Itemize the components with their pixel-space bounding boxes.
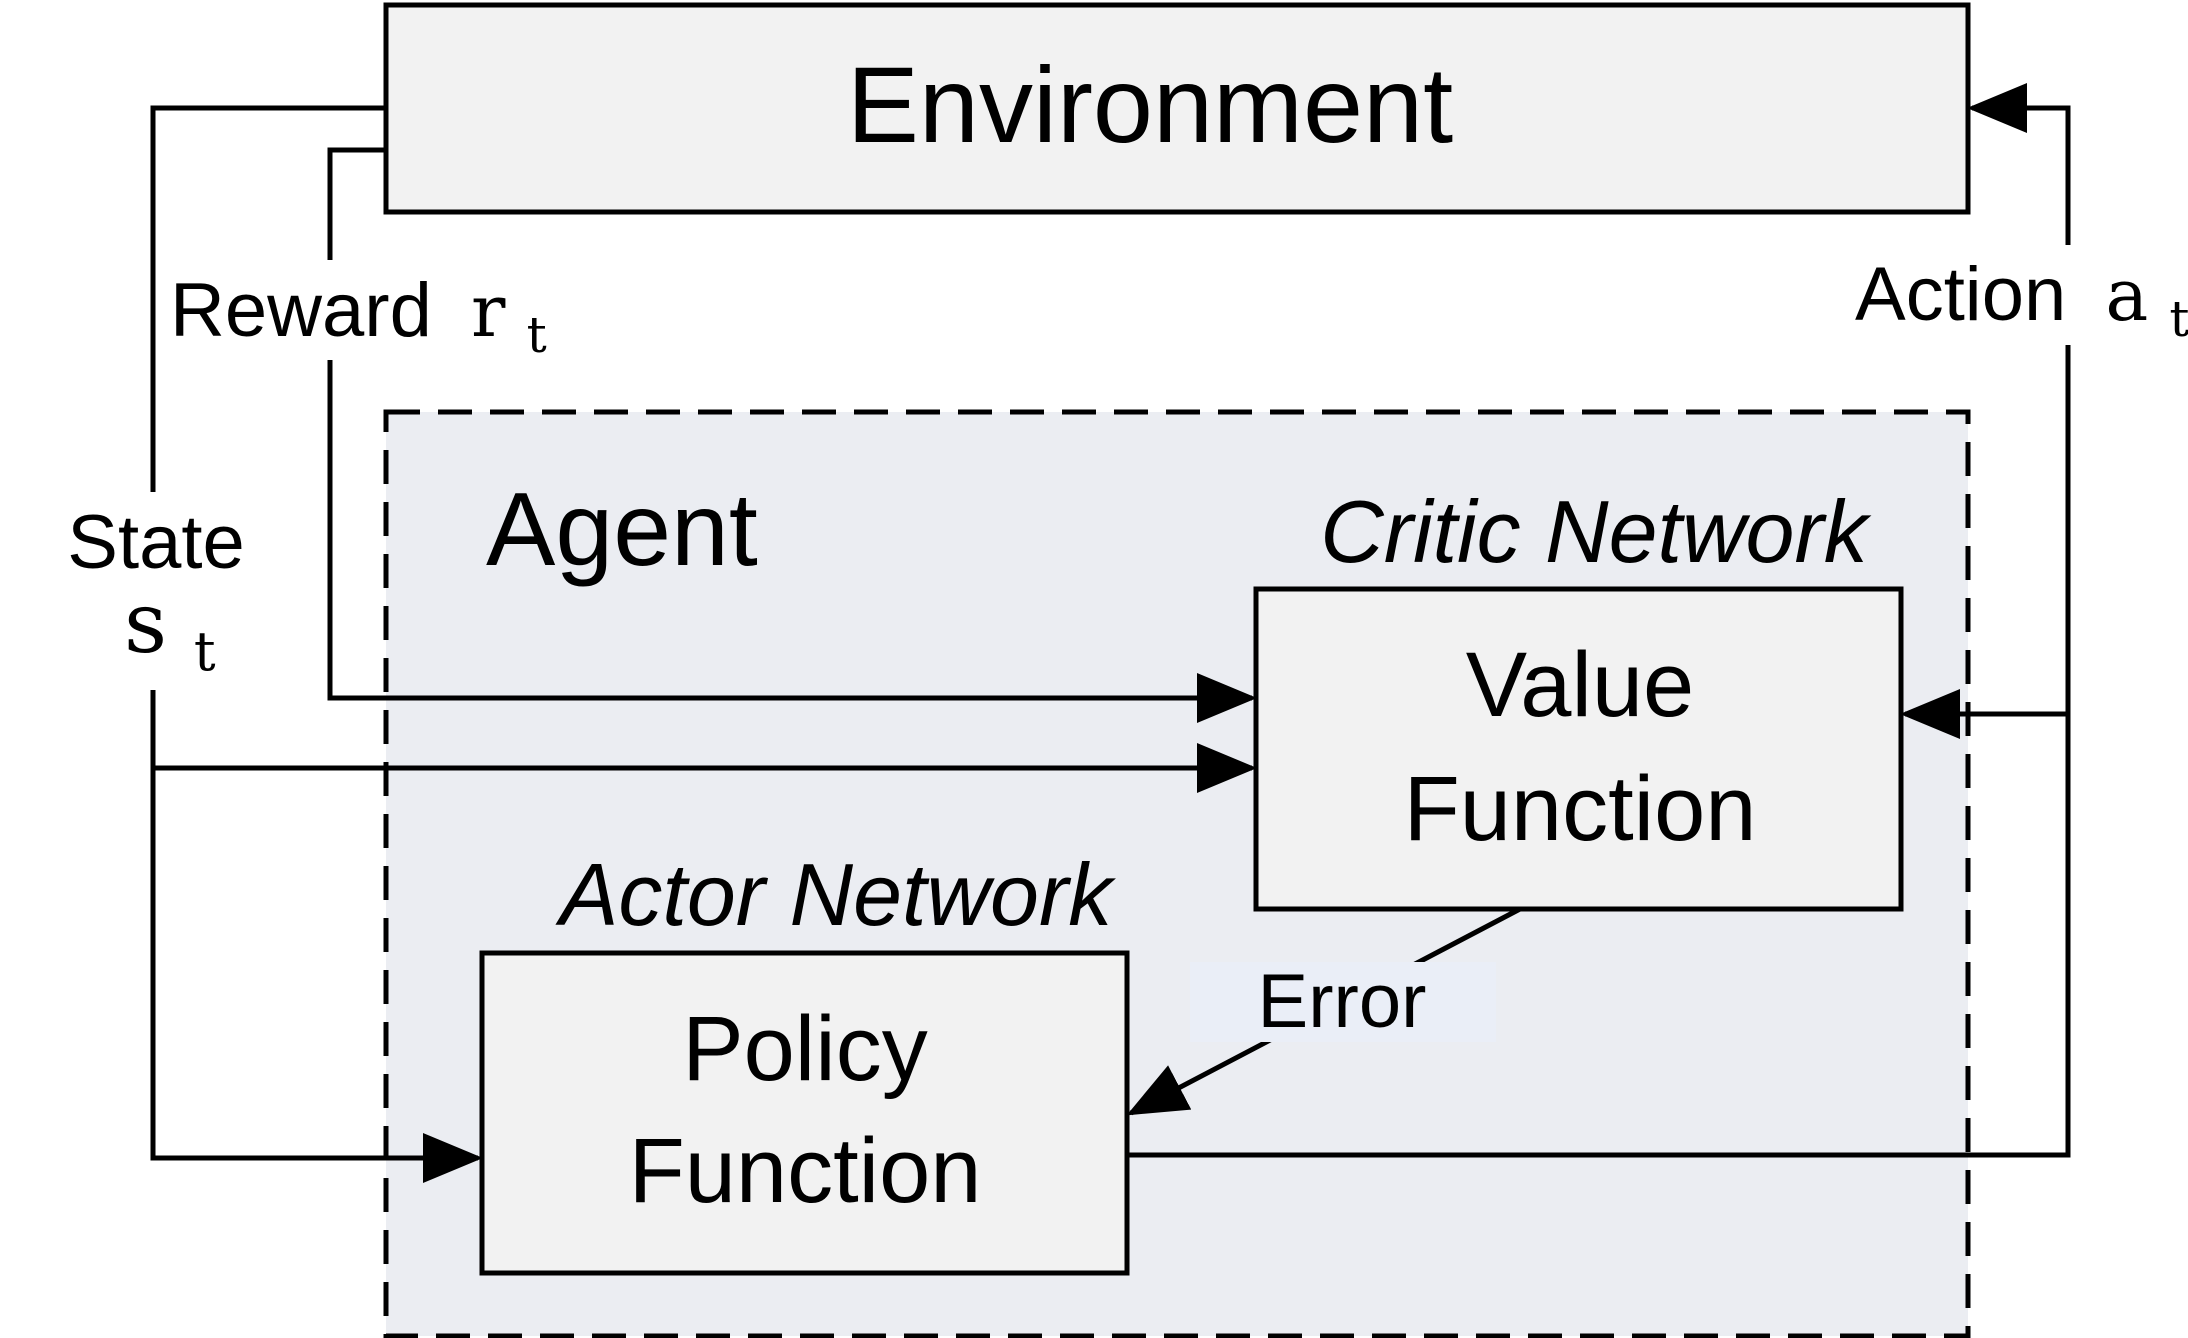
value-function-box (1253, 586, 1904, 912)
policy-function-line2: Function (629, 1120, 982, 1222)
value-function-line2: Function (1404, 758, 1757, 860)
value-function-line1: Value (1466, 634, 1694, 736)
critic-network-title: Critic Network (1320, 482, 1872, 581)
error-label: Error (1258, 959, 1427, 1044)
reward-label-bg (166, 260, 546, 360)
environment-label: Environment (847, 44, 1453, 165)
reward-line (327, 147, 1257, 723)
state-label-bg (55, 492, 255, 690)
reward-label: Reward r t (170, 268, 547, 364)
action-label: Action a t (1855, 252, 2188, 348)
state-symbol: s t (124, 574, 216, 683)
policy-function-line1: Policy (682, 998, 927, 1100)
state-label: State (67, 500, 244, 585)
action-label-bg (1850, 245, 2188, 345)
actor-network-title: Actor Network (555, 845, 1117, 944)
agent-label: Agent (486, 472, 758, 588)
action-line-to-environment (1127, 83, 2071, 1158)
error-label-bg (1190, 962, 1496, 1042)
policy-function-box (479, 950, 1130, 1276)
environment-box (383, 2, 1971, 215)
